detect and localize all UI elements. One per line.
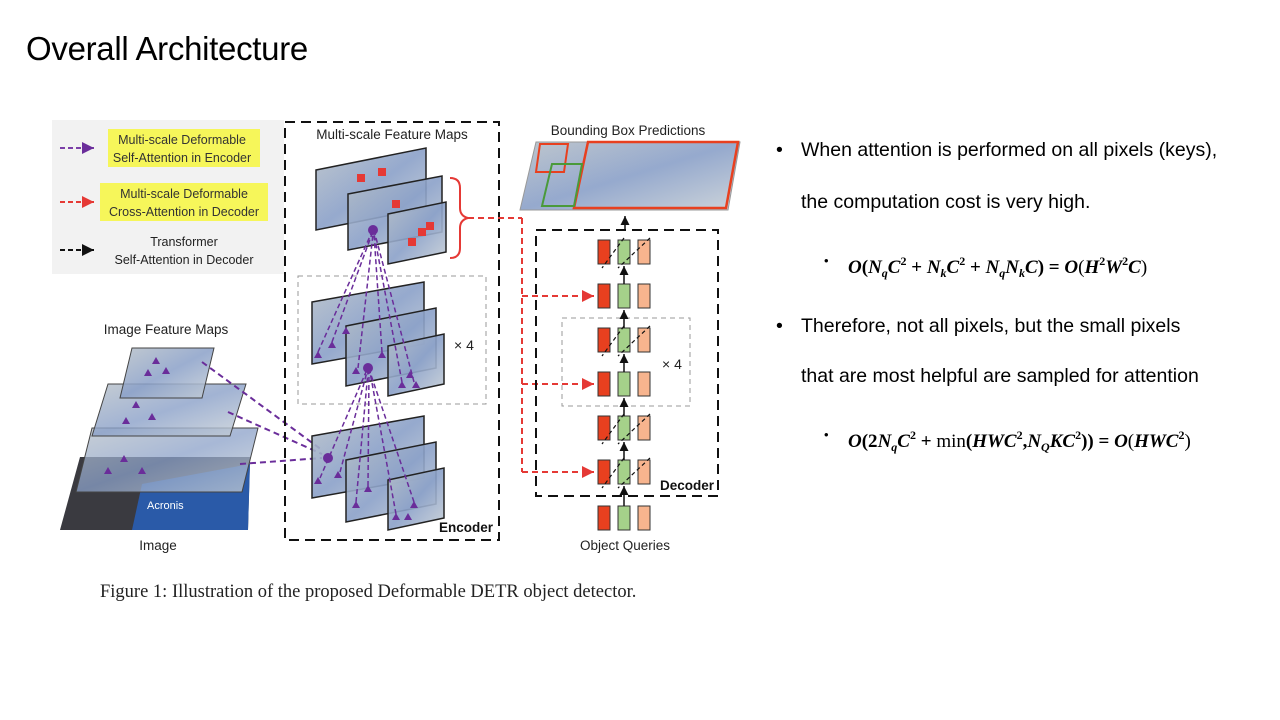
formula-2: O(2NqC2 + min(HWC2,NQKC2)) = O(HWC2) [848, 428, 1191, 454]
formula-1: O(NqC2 + NkC2 + NqNkC) = O(H2W2C) [848, 254, 1148, 280]
query-token [637, 239, 651, 265]
bullet-2-line1: Therefore, not all pixels, but the small… [801, 315, 1181, 337]
legend-highlight-2 [100, 183, 268, 221]
query-token [597, 371, 611, 397]
decoder: × 4 Decoder Object Queries [535, 216, 719, 553]
query-token [597, 415, 611, 441]
object-queries-label: Object Queries [580, 538, 670, 553]
legend-3-line1: Transformer [150, 235, 218, 249]
encoder-label: Encoder [439, 520, 494, 535]
query-token [637, 283, 651, 309]
legend-2-line2: Cross-Attention in Decoder [109, 205, 259, 219]
query-token [637, 327, 651, 353]
acronis-logo-text: Acronis [147, 500, 184, 512]
self-attention-arrow [601, 325, 625, 357]
query-token [597, 459, 611, 485]
self-attention-arrow [601, 413, 625, 445]
query-token [637, 415, 651, 441]
bullet-1-line2: the computation cost is very high. [801, 191, 1091, 213]
query-token [617, 283, 631, 309]
query-token [597, 505, 611, 531]
legend-3-line2: Self-Attention in Decoder [115, 253, 254, 267]
self-attention-arrow [617, 325, 651, 357]
decoder-repeat-label: × 4 [662, 356, 682, 372]
image-feature-maps-label: Image Feature Maps [104, 322, 229, 337]
query-token [597, 327, 611, 353]
self-attention-arrow [601, 237, 625, 269]
bullet-dot: • [776, 315, 783, 337]
deformable-detr-diagram: Multi-scale Deformable Self-Attention in… [52, 120, 741, 553]
legend-2-line1: Multi-scale Deformable [120, 187, 248, 201]
bullet-2-line2: that are most helpful are sampled for at… [801, 365, 1199, 387]
self-attention-arrow [617, 413, 651, 445]
query-token [617, 371, 631, 397]
figure-caption: Figure 1: Illustration of the proposed D… [100, 582, 637, 602]
sub-bullet-dot: • [824, 427, 829, 442]
query-token [637, 459, 651, 485]
self-attention-arrow [617, 237, 651, 269]
legend-1-line2: Self-Attention in Encoder [113, 151, 251, 165]
slide-title: Overall Architecture [26, 30, 308, 67]
image-feature-maps: Image Feature Maps Acronis Image [60, 322, 323, 553]
bounding-box-predictions: Bounding Box Predictions [519, 123, 741, 211]
bbox-predictions-label: Bounding Box Predictions [551, 123, 706, 138]
sub-bullet-dot: • [824, 253, 829, 268]
legend-highlight-1 [108, 129, 260, 167]
bullet-1-line1: When attention is performed on all pixel… [801, 139, 1218, 161]
query-token [617, 239, 631, 265]
legend: Multi-scale Deformable Self-Attention in… [52, 120, 284, 274]
query-token [637, 371, 651, 397]
query-token [597, 283, 611, 309]
self-attention-arrow [617, 457, 651, 489]
query-token [597, 239, 611, 265]
multiscale-feature-maps-label: Multi-scale Feature Maps [316, 127, 468, 142]
query-token [617, 459, 631, 485]
query-token [617, 327, 631, 353]
decoder-label: Decoder [660, 478, 715, 493]
encoder: Multi-scale Feature Maps × 4 Encoder [284, 121, 500, 541]
self-attention-arrow [601, 457, 625, 489]
bullet-dot: • [776, 139, 783, 161]
legend-1-line1: Multi-scale Deformable [118, 133, 246, 147]
query-token [617, 505, 631, 531]
query-token [637, 505, 651, 531]
cross-attention-links [449, 177, 594, 478]
query-token [617, 415, 631, 441]
encoder-repeat-label: × 4 [454, 337, 474, 353]
image-label: Image [139, 538, 177, 553]
